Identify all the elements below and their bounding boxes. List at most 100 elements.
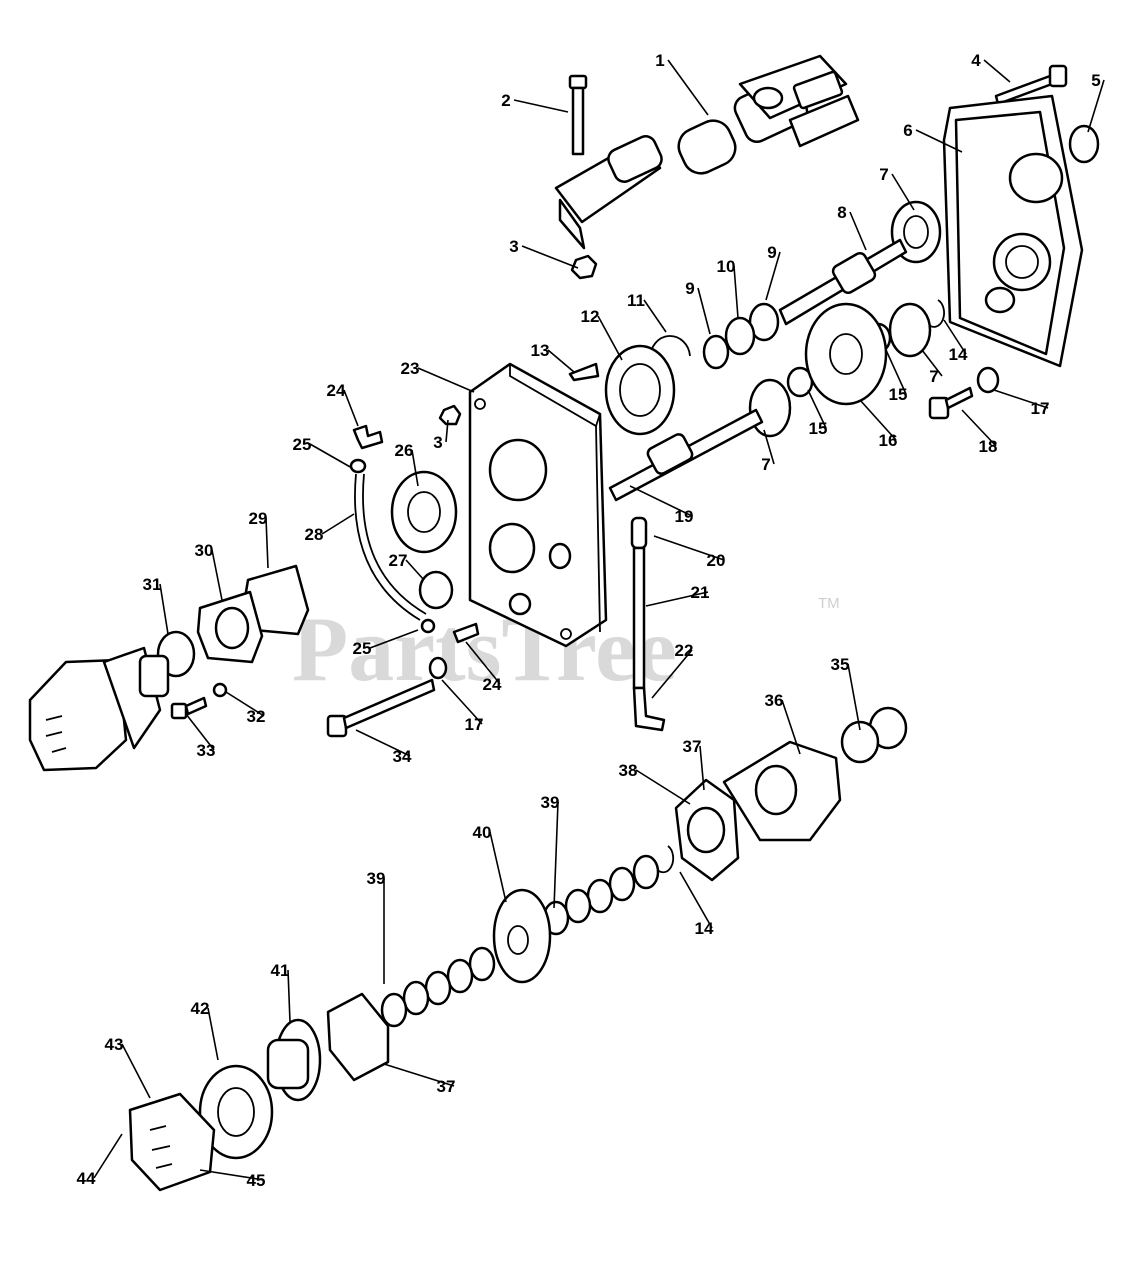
callout-leader-30 [211,549,223,601]
callout-number-44: 44 [77,1169,96,1188]
callout-leader-12 [597,315,623,361]
callout-leader-31 [159,583,169,635]
callout-leader-27 [405,559,425,581]
callout-leader-40 [489,831,507,903]
thrust-washer [724,316,756,356]
callout-leader-2 [513,99,569,113]
callout-leader-9 [765,251,781,301]
callout-number-37: 37 [683,737,702,756]
callout-leader-17 [993,389,1049,409]
callout-number-22: 22 [675,641,694,660]
callout-number-15: 15 [809,419,828,438]
housing-cover [942,94,1084,368]
input-shaft [608,408,764,502]
retaining-ring [655,845,675,874]
callout-number-16: 16 [879,431,898,450]
callout-leader-41 [287,969,291,1023]
callout-leader-37 [383,1063,455,1087]
hose-clamp [420,618,436,634]
retaining-ring [927,299,945,328]
universal-joint-shaft [554,54,860,250]
bearing-cage [198,1064,274,1160]
callout-leader-22 [651,649,693,699]
callout-number-3: 3 [433,433,442,452]
callout-number-7: 7 [879,165,888,184]
callout-leader-43 [121,1043,151,1099]
callout-number-36: 36 [765,691,784,710]
callout-number-25: 25 [353,639,372,658]
callout-number-11: 11 [627,291,645,310]
callout-number-10: 10 [717,257,736,276]
callout-leader-32 [225,691,265,717]
shim-stack-right [542,854,660,936]
callout-number-26: 26 [395,441,414,460]
callout-leader-14 [943,319,967,355]
friction-plate [326,992,390,1082]
main-housing [468,362,608,648]
watermark-text: PartsTree [292,598,677,700]
callout-number-24: 24 [327,381,346,400]
callout-number-39: 39 [367,869,386,888]
callout-number-34: 34 [393,747,412,766]
callout-leader-36 [781,699,801,755]
spur-gear-small [604,344,676,436]
callout-leader-14 [679,871,713,929]
bearing-large [390,470,458,554]
callout-number-41: 41 [271,961,290,980]
callout-number-2: 2 [501,91,510,110]
callout-number-9: 9 [767,243,776,262]
callout-number-37: 37 [437,1077,456,1096]
drive-coupling [722,740,842,842]
brake-disc [492,888,552,984]
callout-leader-15 [885,349,907,395]
callout-leader-7 [891,173,915,211]
callout-leader-9 [697,287,711,335]
spur-gear-large [804,302,888,406]
callout-leader-21 [645,591,709,607]
callout-leader-23 [417,367,475,393]
woodruff-key [568,362,600,382]
callout-leader-25 [369,629,419,649]
callout-leader-25 [309,443,353,469]
shim-stack-left [380,946,496,1028]
callout-leader-13 [547,349,575,373]
washer [702,334,730,370]
callout-leader-34 [355,729,411,757]
callout-number-28: 28 [305,525,324,544]
callout-leader-29 [265,517,269,569]
callout-number-20: 20 [707,551,726,570]
callout-leader-39 [553,801,559,909]
callout-leader-19 [629,485,693,517]
bearing-hub [686,806,726,854]
callout-leader-42 [207,1007,219,1061]
lock-washer [212,682,228,698]
flat-washer [428,656,448,680]
callout-number-42: 42 [191,999,210,1018]
callout-leader-3 [521,245,579,269]
callout-leader-26 [411,449,419,487]
callout-number-23: 23 [401,359,420,378]
oil-seal [418,570,454,610]
callout-number-32: 32 [247,707,266,726]
callout-number-39: 39 [541,793,560,812]
screw [170,696,208,720]
elbow-fitting [452,622,480,644]
callout-number-15: 15 [889,385,908,404]
callout-number-12: 12 [581,307,600,326]
callout-number-8: 8 [837,203,846,222]
watermark-trademark: TM [818,595,840,612]
callout-leader-8 [849,211,867,251]
fill-tube-assembly [630,516,666,732]
callout-number-9: 9 [685,279,694,298]
callout-leader-7 [921,349,943,377]
callout-number-38: 38 [619,761,638,780]
callout-number-43: 43 [105,1035,124,1054]
callout-number-1: 1 [655,51,664,70]
callout-number-7: 7 [929,367,938,386]
callout-leader-37 [699,745,705,791]
callout-leader-4 [983,59,1011,83]
seal-ring [1068,124,1100,164]
bearing-right [888,302,932,358]
